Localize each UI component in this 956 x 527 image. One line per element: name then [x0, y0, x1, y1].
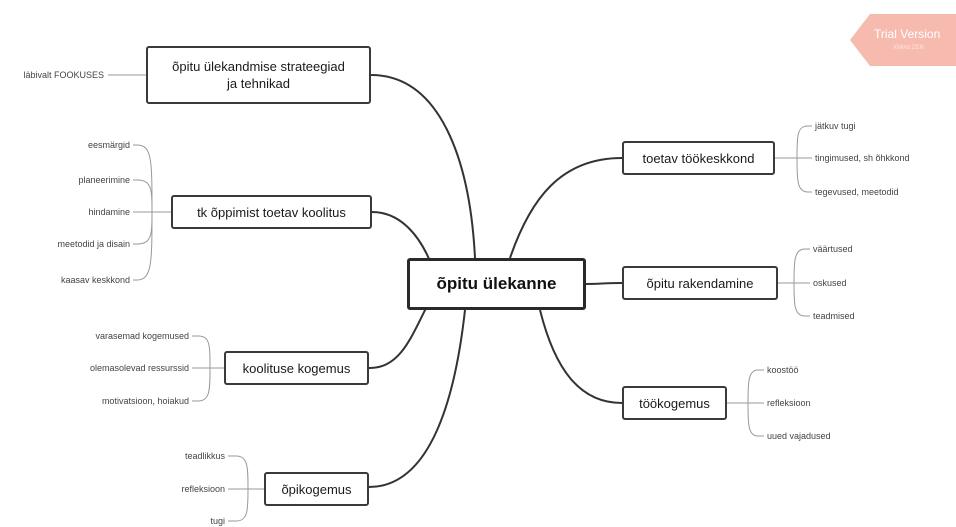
- trial-watermark-title: Trial Version: [874, 27, 941, 41]
- leaf-training-4[interactable]: kaasav keskkond: [60, 275, 130, 285]
- trial-watermark-subtitle: XMind ZEN: [893, 45, 924, 51]
- leaf-work-environment-1[interactable]: tingimused, sh õhkkond: [815, 153, 910, 163]
- topic-work-experience-label: töökogemus: [639, 395, 710, 411]
- leaf-work-experience-1[interactable]: refleksioon: [767, 398, 811, 408]
- leaf-application-2[interactable]: teadmised: [813, 311, 855, 321]
- topic-strategies-line2: ja tehnikad: [227, 76, 290, 91]
- leaf-training-1[interactable]: planeerimine: [78, 175, 130, 185]
- connector-training: [371, 211, 433, 267]
- leaf-training-experience-0[interactable]: varasemad kogemused: [95, 331, 189, 341]
- connector-work-environment: [509, 157, 623, 259]
- topic-learning-experience-label: õpikogemus: [281, 481, 352, 497]
- connector-application: [585, 282, 623, 285]
- leaf-training-experience-2[interactable]: motivatsioon, hoiakud: [101, 396, 189, 406]
- topic-training-experience[interactable]: koolituse kogemus: [224, 351, 369, 385]
- topic-work-environment[interactable]: toetav töökeskkond: [622, 141, 775, 175]
- topic-work-environment-label: toetav töökeskkond: [642, 150, 755, 166]
- leaf-training-2[interactable]: hindamine: [88, 207, 130, 217]
- leaf-training-3[interactable]: meetodid ja disain: [57, 239, 130, 249]
- trial-watermark-shape: [850, 14, 956, 66]
- leaf-work-environment-2[interactable]: tegevused, meetodid: [815, 187, 899, 197]
- leaf-strategies-0[interactable]: läbivalt FOOKUSES: [23, 70, 104, 80]
- leaf-application-1[interactable]: oskused: [813, 278, 847, 288]
- connector-learning-experience: [368, 309, 466, 488]
- topic-strategies[interactable]: õpitu ülekandmise strateegiad ja tehnika…: [146, 46, 371, 104]
- topic-training[interactable]: tk õppimist toetav koolitus: [171, 195, 372, 229]
- leaf-learning-experience-1[interactable]: refleksioon: [181, 484, 225, 494]
- leaf-learning-experience-0[interactable]: teadlikkus: [184, 451, 225, 461]
- topic-application[interactable]: õpitu rakendamine: [622, 266, 778, 300]
- topic-strategies-line1: õpitu ülekandmise strateegiad: [172, 59, 345, 74]
- connector-training-experience: [368, 299, 431, 369]
- leaf-work-experience-2[interactable]: uued vajadused: [767, 431, 831, 441]
- leaf-training-experience-1[interactable]: olemasolevad ressurssid: [89, 363, 189, 373]
- topic-training-label: tk õppimist toetav koolitus: [197, 204, 346, 220]
- connector-strategies: [370, 74, 476, 259]
- topic-work-experience[interactable]: töökogemus: [622, 386, 727, 420]
- connector-work-experience: [539, 309, 623, 404]
- topic-learning-experience[interactable]: õpikogemus: [264, 472, 369, 506]
- topic-training-experience-label: koolituse kogemus: [242, 360, 351, 376]
- leaf-work-environment-0[interactable]: jätkuv tugi: [815, 121, 856, 131]
- leaf-training-0[interactable]: eesmärgid: [87, 140, 130, 150]
- leaf-application-0[interactable]: väärtused: [813, 244, 853, 254]
- central-topic[interactable]: õpitu ülekanne: [407, 258, 586, 310]
- topic-application-label: õpitu rakendamine: [646, 275, 754, 291]
- leaf-work-experience-0[interactable]: koostöö: [767, 365, 799, 375]
- leaf-learning-experience-2[interactable]: tugi: [210, 516, 225, 526]
- central-topic-label: õpitu ülekanne: [436, 274, 557, 293]
